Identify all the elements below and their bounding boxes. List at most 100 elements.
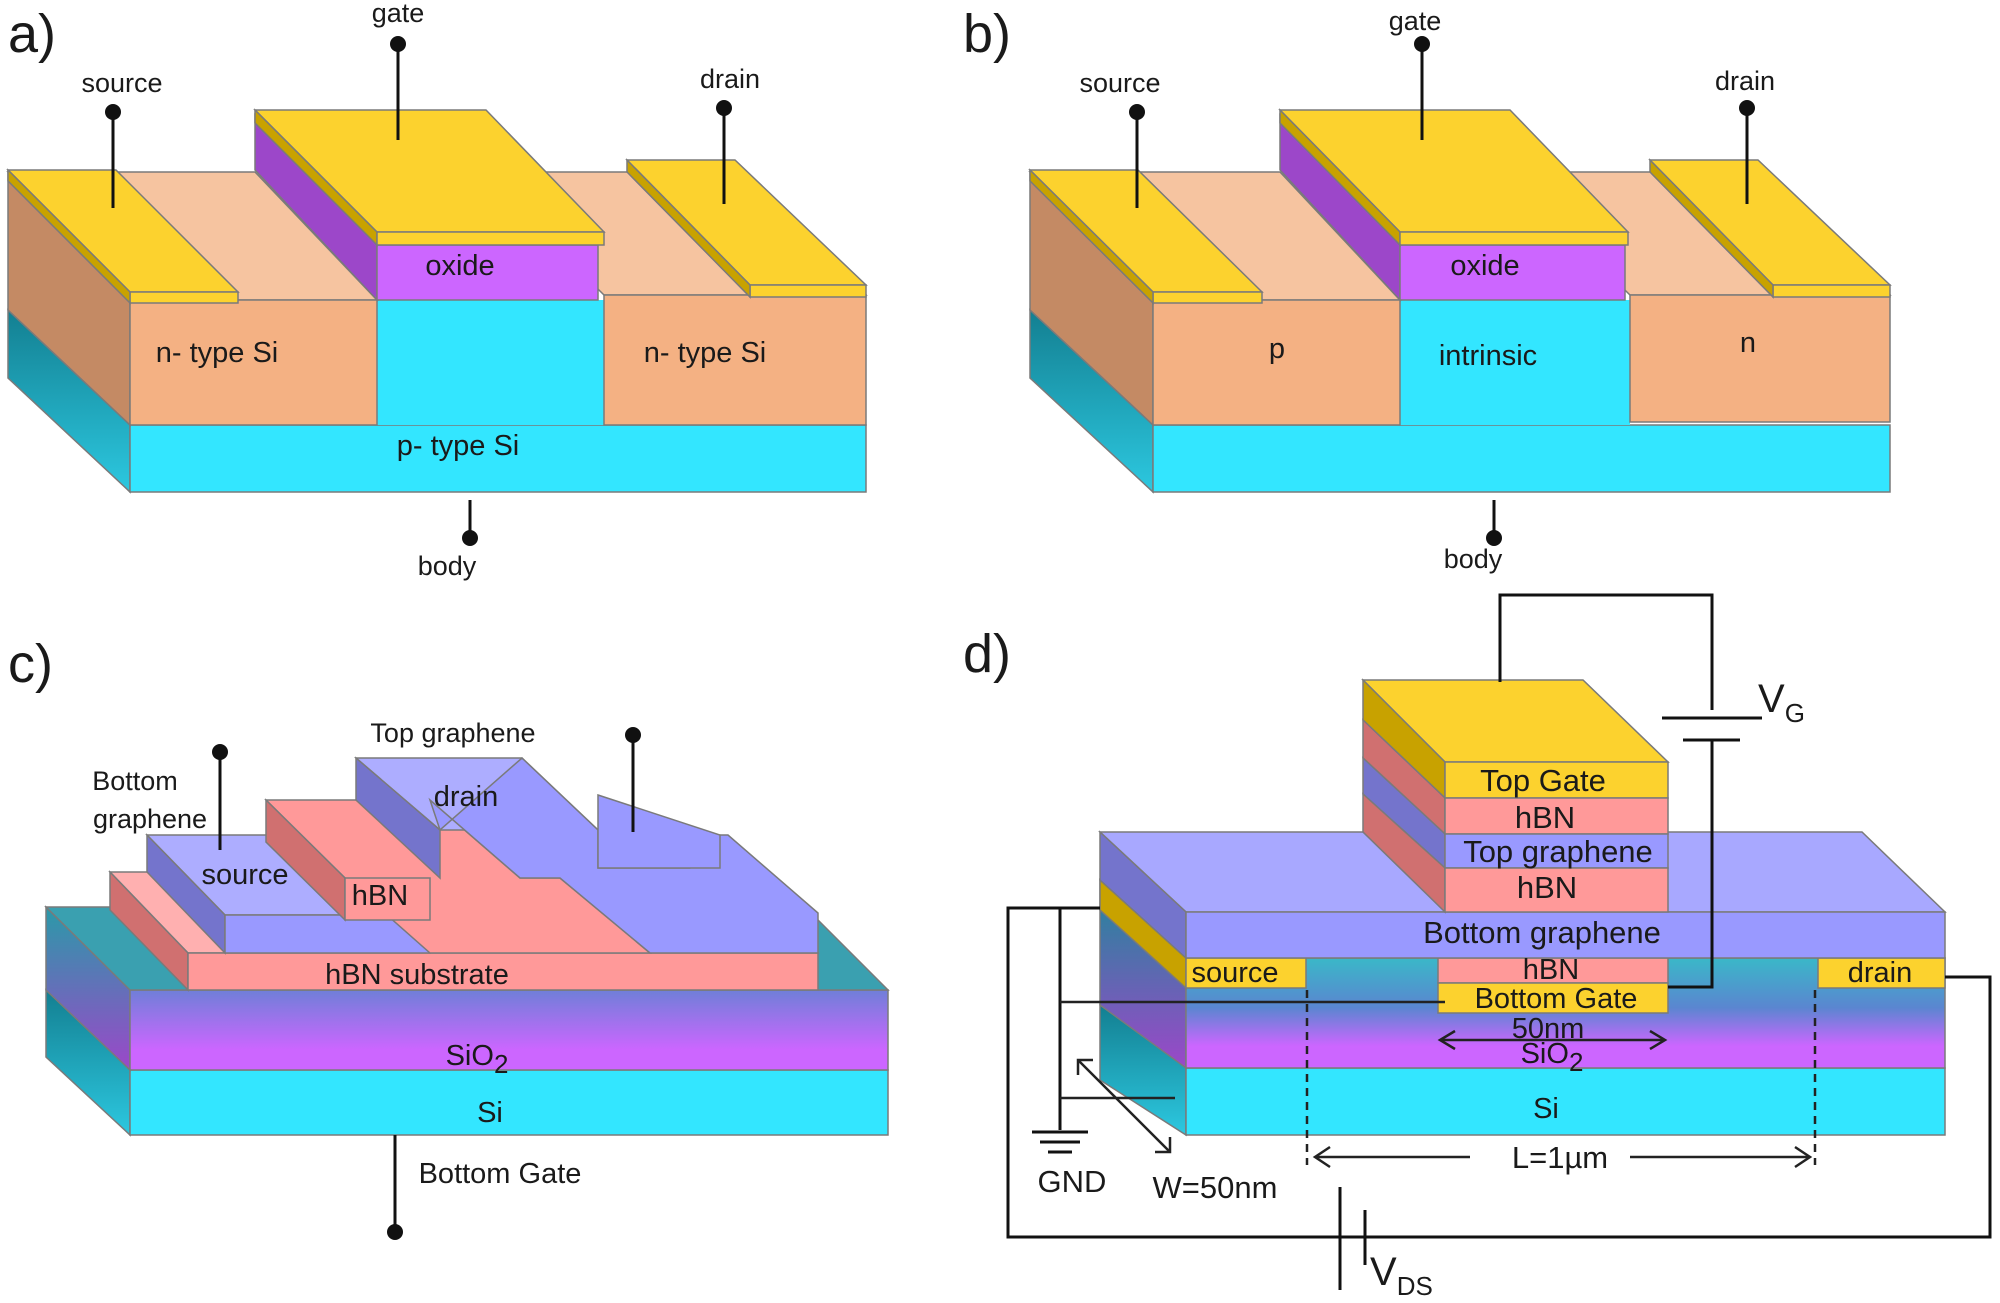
- n-label: n: [1740, 327, 1756, 359]
- p-type-label: p- type Si: [397, 430, 520, 462]
- gate-terminal: [1414, 36, 1430, 52]
- panel-d: d): [963, 593, 1992, 1301]
- drain-label: drain: [1715, 66, 1775, 96]
- source-terminal: [105, 104, 121, 120]
- sio2-label: SiO2: [1521, 1038, 1584, 1077]
- sio2-label: SiO2: [446, 1040, 509, 1079]
- bottom-gate: [1437, 982, 1669, 1014]
- hbn-lower: [1444, 867, 1669, 913]
- vg-sub: G: [1785, 698, 1805, 728]
- source-terminal: [1129, 104, 1145, 120]
- oxide-label: oxide: [425, 250, 494, 282]
- hbn-label: hBN: [352, 880, 408, 912]
- sio2-base: SiO: [1521, 1038, 1569, 1070]
- p-label: p: [1269, 333, 1285, 365]
- panel-c-label: c): [8, 634, 53, 694]
- source-contact: [1185, 957, 1307, 989]
- hbn-small-label: hBN: [1523, 954, 1579, 986]
- drain-terminal: [716, 100, 732, 116]
- panel-a: a) gate: [6, 0, 868, 581]
- gate-terminal: [390, 36, 406, 52]
- intrinsic-region: [1400, 300, 1630, 425]
- si-label: Si: [477, 1097, 503, 1129]
- bottom-graphene-label-1: Bottom: [92, 766, 178, 796]
- source-contact-side: [7, 168, 131, 305]
- source-label: source: [1191, 957, 1278, 989]
- source-wire: [1006, 906, 1710, 1239]
- w-arrowhead-top: [1076, 1058, 1093, 1075]
- top-graphene-side: [355, 756, 441, 880]
- top-gate: [1444, 761, 1669, 799]
- width-label: W=50nm: [1153, 1170, 1278, 1205]
- panel-c: c) Top graphene Bottom: [8, 634, 890, 1240]
- dim-50nm-label: 50nm: [1512, 1013, 1585, 1045]
- vg-label: VG: [1758, 677, 1805, 728]
- sio2-sub: 2: [1569, 1047, 1583, 1077]
- body-label: body: [418, 551, 477, 581]
- vds-label: VDS: [1370, 1250, 1433, 1301]
- drain-contact-front: [1772, 284, 1891, 298]
- vds-base: V: [1370, 1250, 1397, 1294]
- vg-wire-top: [1498, 593, 1714, 710]
- si-layer: [129, 1069, 889, 1136]
- top-graphene-right: [597, 793, 721, 869]
- vds-sub: DS: [1397, 1271, 1433, 1301]
- channel-region: [377, 300, 604, 425]
- l-arrowhead-right: [1794, 1145, 1813, 1169]
- drain-label: drain: [1848, 957, 1913, 989]
- w-arrow: [1077, 1059, 1171, 1153]
- gate-metal-front: [376, 231, 605, 246]
- gate-length-arrowhead-left: [1437, 1029, 1456, 1051]
- sio2-sub: 2: [494, 1049, 508, 1079]
- source-contact-front: [1152, 291, 1263, 304]
- bottom-gate-label: Bottom Gate: [419, 1158, 582, 1190]
- source-label: source: [1079, 68, 1160, 98]
- top-graphene-label: Top graphene: [1463, 834, 1653, 869]
- panel-d-label: d): [963, 624, 1011, 684]
- panel-b: b) gate source drain oxide p intr: [963, 4, 1892, 574]
- substrate: [1152, 424, 1891, 493]
- drain-contact-side: [626, 158, 751, 299]
- top-graphene: [1444, 833, 1669, 869]
- oxide-label: oxide: [1450, 250, 1519, 282]
- source-contact-side: [1029, 168, 1154, 305]
- drain-contact-side: [1649, 158, 1774, 299]
- gate-length-arrowhead-right: [1649, 1029, 1668, 1051]
- drain-label: drain: [700, 64, 760, 94]
- vg-base: V: [1758, 677, 1785, 721]
- si-layer: [1185, 1067, 1946, 1136]
- n-region: [1629, 294, 1891, 423]
- hbn-upper-label: hBN: [1515, 800, 1575, 835]
- n-type-left-label: n- type Si: [156, 337, 279, 369]
- bottom-graphene-label: Bottom graphene: [1423, 915, 1661, 950]
- bottom-gate-label: Bottom Gate: [1475, 983, 1638, 1015]
- si-label: Si: [1533, 1093, 1559, 1125]
- top-graphene-label: Top graphene: [370, 718, 535, 748]
- drain-contact-front: [749, 284, 867, 298]
- drain-wire: [1365, 975, 1992, 1239]
- gate-metal-front: [1399, 231, 1629, 246]
- top-gate-label: Top Gate: [1480, 763, 1606, 798]
- sio2-layer: [129, 989, 889, 1071]
- hbn-front: [344, 877, 431, 921]
- n-type-left: [129, 299, 378, 426]
- vg-wire-bottom: [1668, 740, 1714, 989]
- panel-a-label: a): [8, 4, 56, 64]
- bottom-graphene: [1185, 911, 1946, 959]
- gate-label: gate: [1389, 6, 1442, 36]
- w-arrowhead-bottom: [1155, 1137, 1172, 1154]
- drain-label: drain: [434, 781, 499, 813]
- hbn-lower-label: hBN: [1517, 870, 1577, 905]
- p-region: [1152, 299, 1401, 426]
- bottom-graphene-label-2: graphene: [93, 804, 207, 834]
- gate-label: gate: [372, 0, 425, 28]
- bottom-gate-terminal: [387, 1224, 403, 1240]
- source-label: source: [201, 859, 288, 891]
- source-label: source: [81, 68, 162, 98]
- top-graphene-terminal: [625, 727, 641, 743]
- panel-b-label: b): [963, 4, 1011, 64]
- sio2-base: SiO: [446, 1040, 494, 1072]
- source-contact-front: [129, 291, 239, 304]
- body-terminal: [1486, 530, 1502, 546]
- length-label: L=1µm: [1512, 1140, 1608, 1175]
